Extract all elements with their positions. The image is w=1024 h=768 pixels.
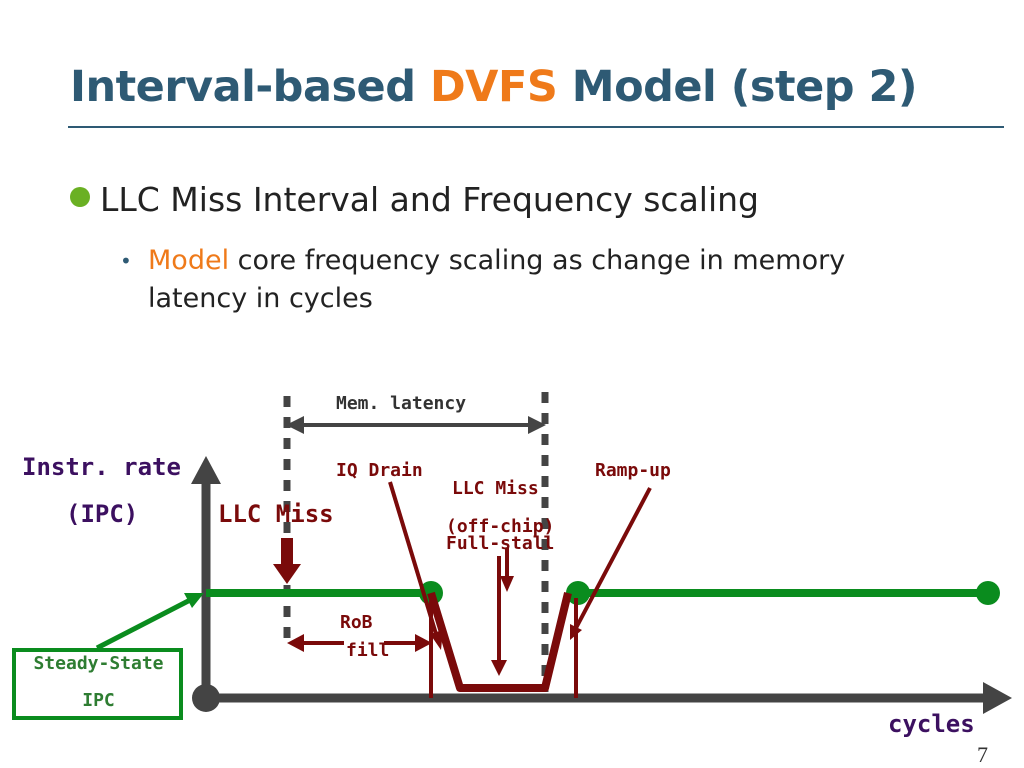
iq-drain-pointer: [388, 481, 438, 635]
y-axis-label-line1: Instr. rate: [22, 453, 181, 481]
ipc-point-end: [976, 581, 1000, 605]
steady-state-label-line1: Steady-State: [33, 653, 164, 674]
x-axis-label: cycles: [888, 710, 975, 738]
full-stall-label: Full-stall: [446, 533, 555, 554]
page-number: 7: [977, 742, 988, 767]
ipc-point-ramp-end: [566, 581, 590, 605]
slide-title: Interval-based DVFS Model (step 2): [70, 62, 918, 112]
title-suffix: Model (step 2): [557, 62, 918, 112]
y-axis-arrowhead: [191, 456, 221, 484]
axes: [191, 456, 1012, 714]
steady-state-box: [12, 648, 183, 720]
rob-fill-arrow-left-head: [287, 634, 304, 652]
full-stall-arrowhead: [491, 660, 507, 676]
bullet-2-text: Model core frequency scaling as change i…: [148, 242, 946, 318]
title-prefix: Interval-based: [70, 62, 430, 112]
title-underline: [68, 126, 1004, 128]
offchip-arrow-short-head: [500, 576, 514, 592]
iq-drain-pointer-head: [430, 630, 443, 650]
steady-state-label-line2: IPC: [82, 690, 115, 711]
ramp-up-pointer-head: [570, 624, 582, 640]
sub-bullet-dot-icon: •: [120, 249, 132, 273]
x-axis-arrowhead: [983, 682, 1012, 714]
mem-latency-arrow-left: [286, 416, 304, 434]
bullet-level-1: LLC Miss Interval and Frequency scaling: [70, 180, 759, 219]
bullet-2-accent: Model: [148, 245, 230, 276]
bullet-dot-icon: [70, 187, 90, 207]
ipc-drop-profile: [427, 591, 572, 692]
steady-state-pointer-head: [184, 593, 204, 608]
llc-miss-offchip-label-line2: (off-chip): [446, 516, 555, 537]
rob-fill-label-line1: RoB: [340, 612, 373, 633]
mem-latency-label: Mem. latency: [336, 393, 467, 414]
title-accent: DVFS: [429, 62, 558, 112]
llc-miss-offchip-label-line1: LLC Miss: [452, 478, 539, 499]
origin-dot: [192, 684, 220, 712]
llc-miss-arrowhead: [273, 564, 301, 584]
steady-state-pointer: [95, 595, 196, 651]
ramp-up-pointer: [574, 487, 652, 629]
iq-drain-label: IQ Drain: [336, 460, 423, 481]
ramp-up-label: Ramp-up: [595, 460, 671, 481]
y-axis-label-line2: (IPC): [66, 500, 139, 528]
bullet-level-2: • Model core frequency scaling as change…: [120, 242, 946, 318]
mem-latency-arrow-right: [528, 416, 546, 434]
bullet-2-rest: core frequency scaling as change in memo…: [148, 245, 846, 314]
rob-fill-arrow-right-head: [415, 634, 432, 652]
rob-fill-label-line2: fill: [346, 640, 390, 661]
llc-miss-label: LLC Miss: [218, 500, 334, 528]
bullet-1-text: LLC Miss Interval and Frequency scaling: [100, 180, 759, 219]
